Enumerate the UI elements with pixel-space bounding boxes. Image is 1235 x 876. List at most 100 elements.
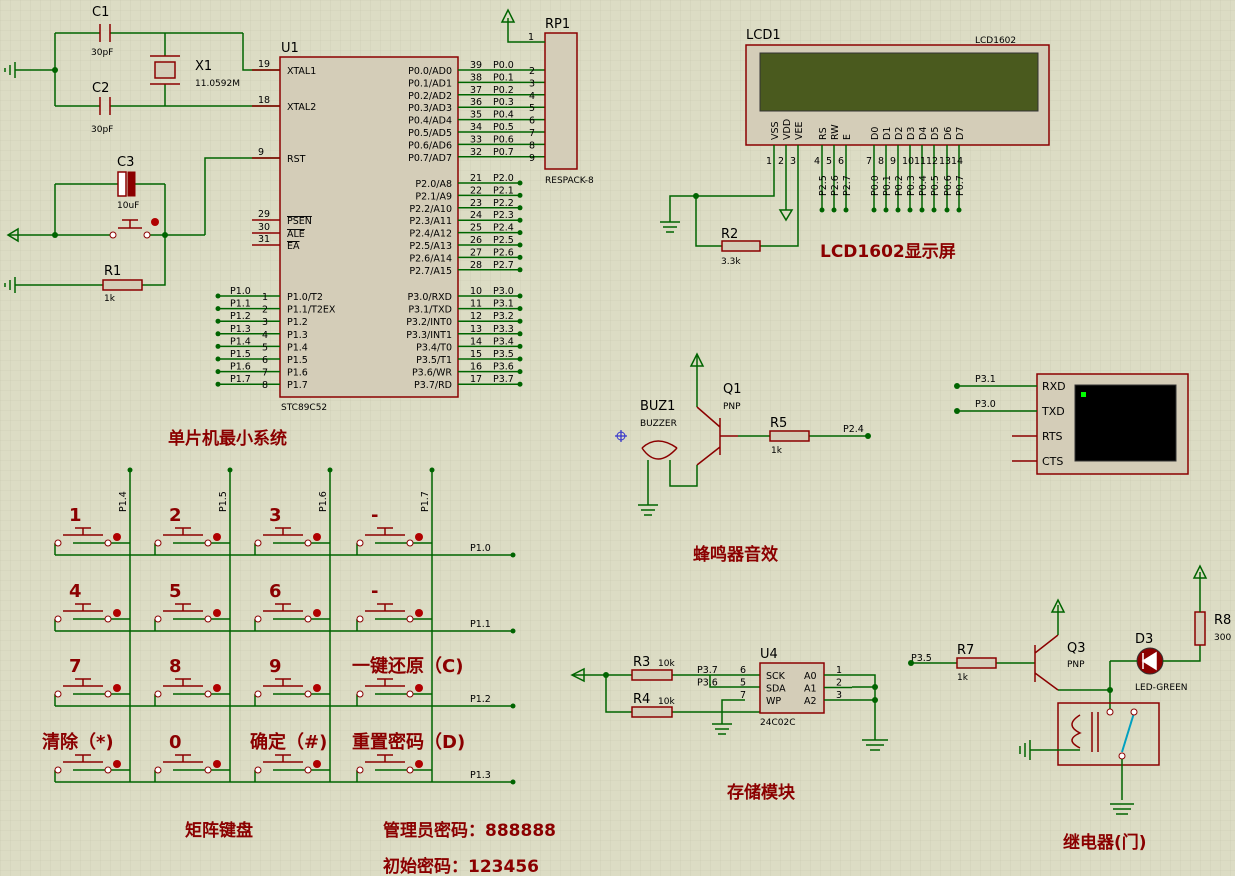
lcd-pin-dot <box>956 207 962 213</box>
lcd-ref: LCD1 <box>746 28 781 43</box>
buz1-part: BUZZER <box>640 419 677 429</box>
lcd-pin-net: P2.7 <box>842 175 853 196</box>
keypad-key-label[interactable]: 2 <box>169 505 182 526</box>
lcd-pin-dot <box>907 207 913 213</box>
mcu-right-pin-number: 39 <box>470 60 482 71</box>
keypad-key-actuator <box>263 603 303 612</box>
led-d3[interactable]: D3 LED-GREEN <box>1110 632 1201 693</box>
capacitor-c3[interactable]: C3 10uF <box>55 155 165 211</box>
keypad-key-contact <box>204 766 212 774</box>
p1-pin-name: P1.5 <box>287 355 308 366</box>
keypad-key-actuator <box>263 754 303 763</box>
mcu-right-pin-net: P2.4 <box>493 223 514 234</box>
lcd-pin-name: D0 <box>870 127 881 140</box>
keypad-key-contact <box>154 766 162 774</box>
keypad-col-net: P1.4 <box>118 491 129 512</box>
resistor-r1[interactable]: R1 1k <box>15 235 166 304</box>
keypad-key-actuator <box>163 754 203 763</box>
keypad-key-label[interactable]: 8 <box>169 656 182 677</box>
keypad-key-contact <box>406 615 414 623</box>
lcd-pin-number: 10 <box>902 156 914 167</box>
terminal-pin-name: TXD <box>1041 405 1065 418</box>
lcd-pin-dot <box>871 207 877 213</box>
keypad-col-net: P1.7 <box>420 491 431 512</box>
keypad-row-net: P1.3 <box>470 770 491 781</box>
transistor-q1[interactable]: Q1 PNP <box>696 382 742 466</box>
keypad-key-label[interactable]: 9 <box>269 656 282 677</box>
mcu-right-pin-net: P0.7 <box>493 147 514 158</box>
resistor-r7[interactable]: R7 1k <box>956 643 997 683</box>
mcu-pin-name: RST <box>287 154 306 165</box>
terminal-txd-net: P3.0 <box>975 399 996 410</box>
keypad-key-label[interactable]: 0 <box>169 732 182 753</box>
d3-ref: D3 <box>1135 632 1153 647</box>
keypad-col-dot <box>227 467 233 473</box>
keypad-key-label[interactable]: 重置密码（D) <box>352 731 465 753</box>
capacitor-c1[interactable]: C1 30pF <box>55 5 280 71</box>
rp1-pin-number: 4 <box>529 91 535 102</box>
keypad-key-indicator <box>313 609 321 617</box>
mcu-right-pin-name: P3.4/T0 <box>416 342 452 353</box>
lcd-pin-number: 12 <box>926 156 938 167</box>
lcd-vdd-arrow <box>778 209 794 222</box>
terminal-pin-name: RTS <box>1042 430 1063 443</box>
mcu-right-pin-number: 14 <box>470 336 482 347</box>
relay-coil[interactable] <box>1019 702 1160 815</box>
terminal-rxd-net: P3.1 <box>975 374 996 385</box>
keypad-key-label[interactable]: 清除（*) <box>42 731 114 753</box>
terminal-screen <box>1074 384 1177 462</box>
lcd-screen <box>759 52 1039 112</box>
lcd-pin-name: D6 <box>943 127 954 140</box>
rp1-pin-number: 7 <box>529 128 535 139</box>
resistor-r2[interactable]: R2 3.3k <box>721 227 761 267</box>
resistor-r8[interactable]: R8 300 <box>1192 564 1231 646</box>
keypad-key-label[interactable]: 4 <box>69 581 82 602</box>
keypad-key-label[interactable]: 6 <box>269 581 282 602</box>
storage-pullup-arrow <box>570 667 585 683</box>
resistor-r3[interactable]: R3 10k <box>631 655 675 681</box>
p1-pin-net: P1.4 <box>230 336 251 347</box>
reset-button[interactable] <box>109 218 159 239</box>
r1-ref: R1 <box>104 264 121 279</box>
keypad-key-label[interactable]: 7 <box>69 656 82 677</box>
x1-ref: X1 <box>195 59 212 74</box>
u4-pin-name: SDA <box>766 684 786 695</box>
keypad-key-label[interactable]: - <box>371 581 378 602</box>
resistor-r5[interactable]: R5 1k P2.4 <box>738 416 871 456</box>
u4-pin-net: P3.7 <box>697 665 718 676</box>
section-title-relay: 继电器(门) <box>1063 832 1147 853</box>
mcu-right-pin-name: P3.7/RD <box>414 380 452 391</box>
mcu-u1[interactable]: U1 STC89C52 19XTAL118XTAL29RST29PSEN30AL… <box>215 41 546 413</box>
mcu-right-pin-dot <box>517 180 523 186</box>
q3-type: PNP <box>1067 660 1085 670</box>
keypad-key-label[interactable]: 5 <box>169 581 182 602</box>
lcd-pin-number: 11 <box>914 156 926 167</box>
resistor-r4[interactable]: R4 10k <box>631 692 675 718</box>
transistor-q3[interactable]: Q3 PNP <box>1034 634 1086 691</box>
rp1-pin1: 1 <box>528 32 534 43</box>
p1-pin-name: P1.1/T2EX <box>287 305 336 316</box>
mcu-pin-name: PSEN <box>287 216 312 227</box>
p1-pin-dot <box>215 293 221 299</box>
capacitor-c2[interactable]: C2 30pF <box>55 81 280 135</box>
mcu-right-pin-net: P2.2 <box>493 198 514 209</box>
keypad-key-label[interactable]: 1 <box>69 505 82 526</box>
keypad-key-label[interactable]: 一键还原（C) <box>352 655 463 677</box>
buzzer-buz1[interactable]: BUZ1 BUZZER <box>638 399 698 516</box>
keypad-key-label[interactable]: 确定（#) <box>250 731 327 753</box>
mcu-right-pin-net: P0.2 <box>493 85 514 96</box>
keypad-key-label[interactable]: 3 <box>269 505 282 526</box>
mcu-right-pin-name: P0.2/AD2 <box>408 91 452 102</box>
crystal-x1[interactable]: X1 11.0592M <box>150 33 240 106</box>
r5-ref: R5 <box>770 416 787 431</box>
lcd1602-module[interactable]: VSS1VDD2VEE3RS4P2.5RW5P2.6E6P2.7D07P0.0D… <box>745 44 1050 213</box>
u4-right-pin-name: A0 <box>804 671 817 682</box>
keypad-key-label[interactable]: - <box>371 505 378 526</box>
mcu-right-pin-dot <box>517 217 523 223</box>
